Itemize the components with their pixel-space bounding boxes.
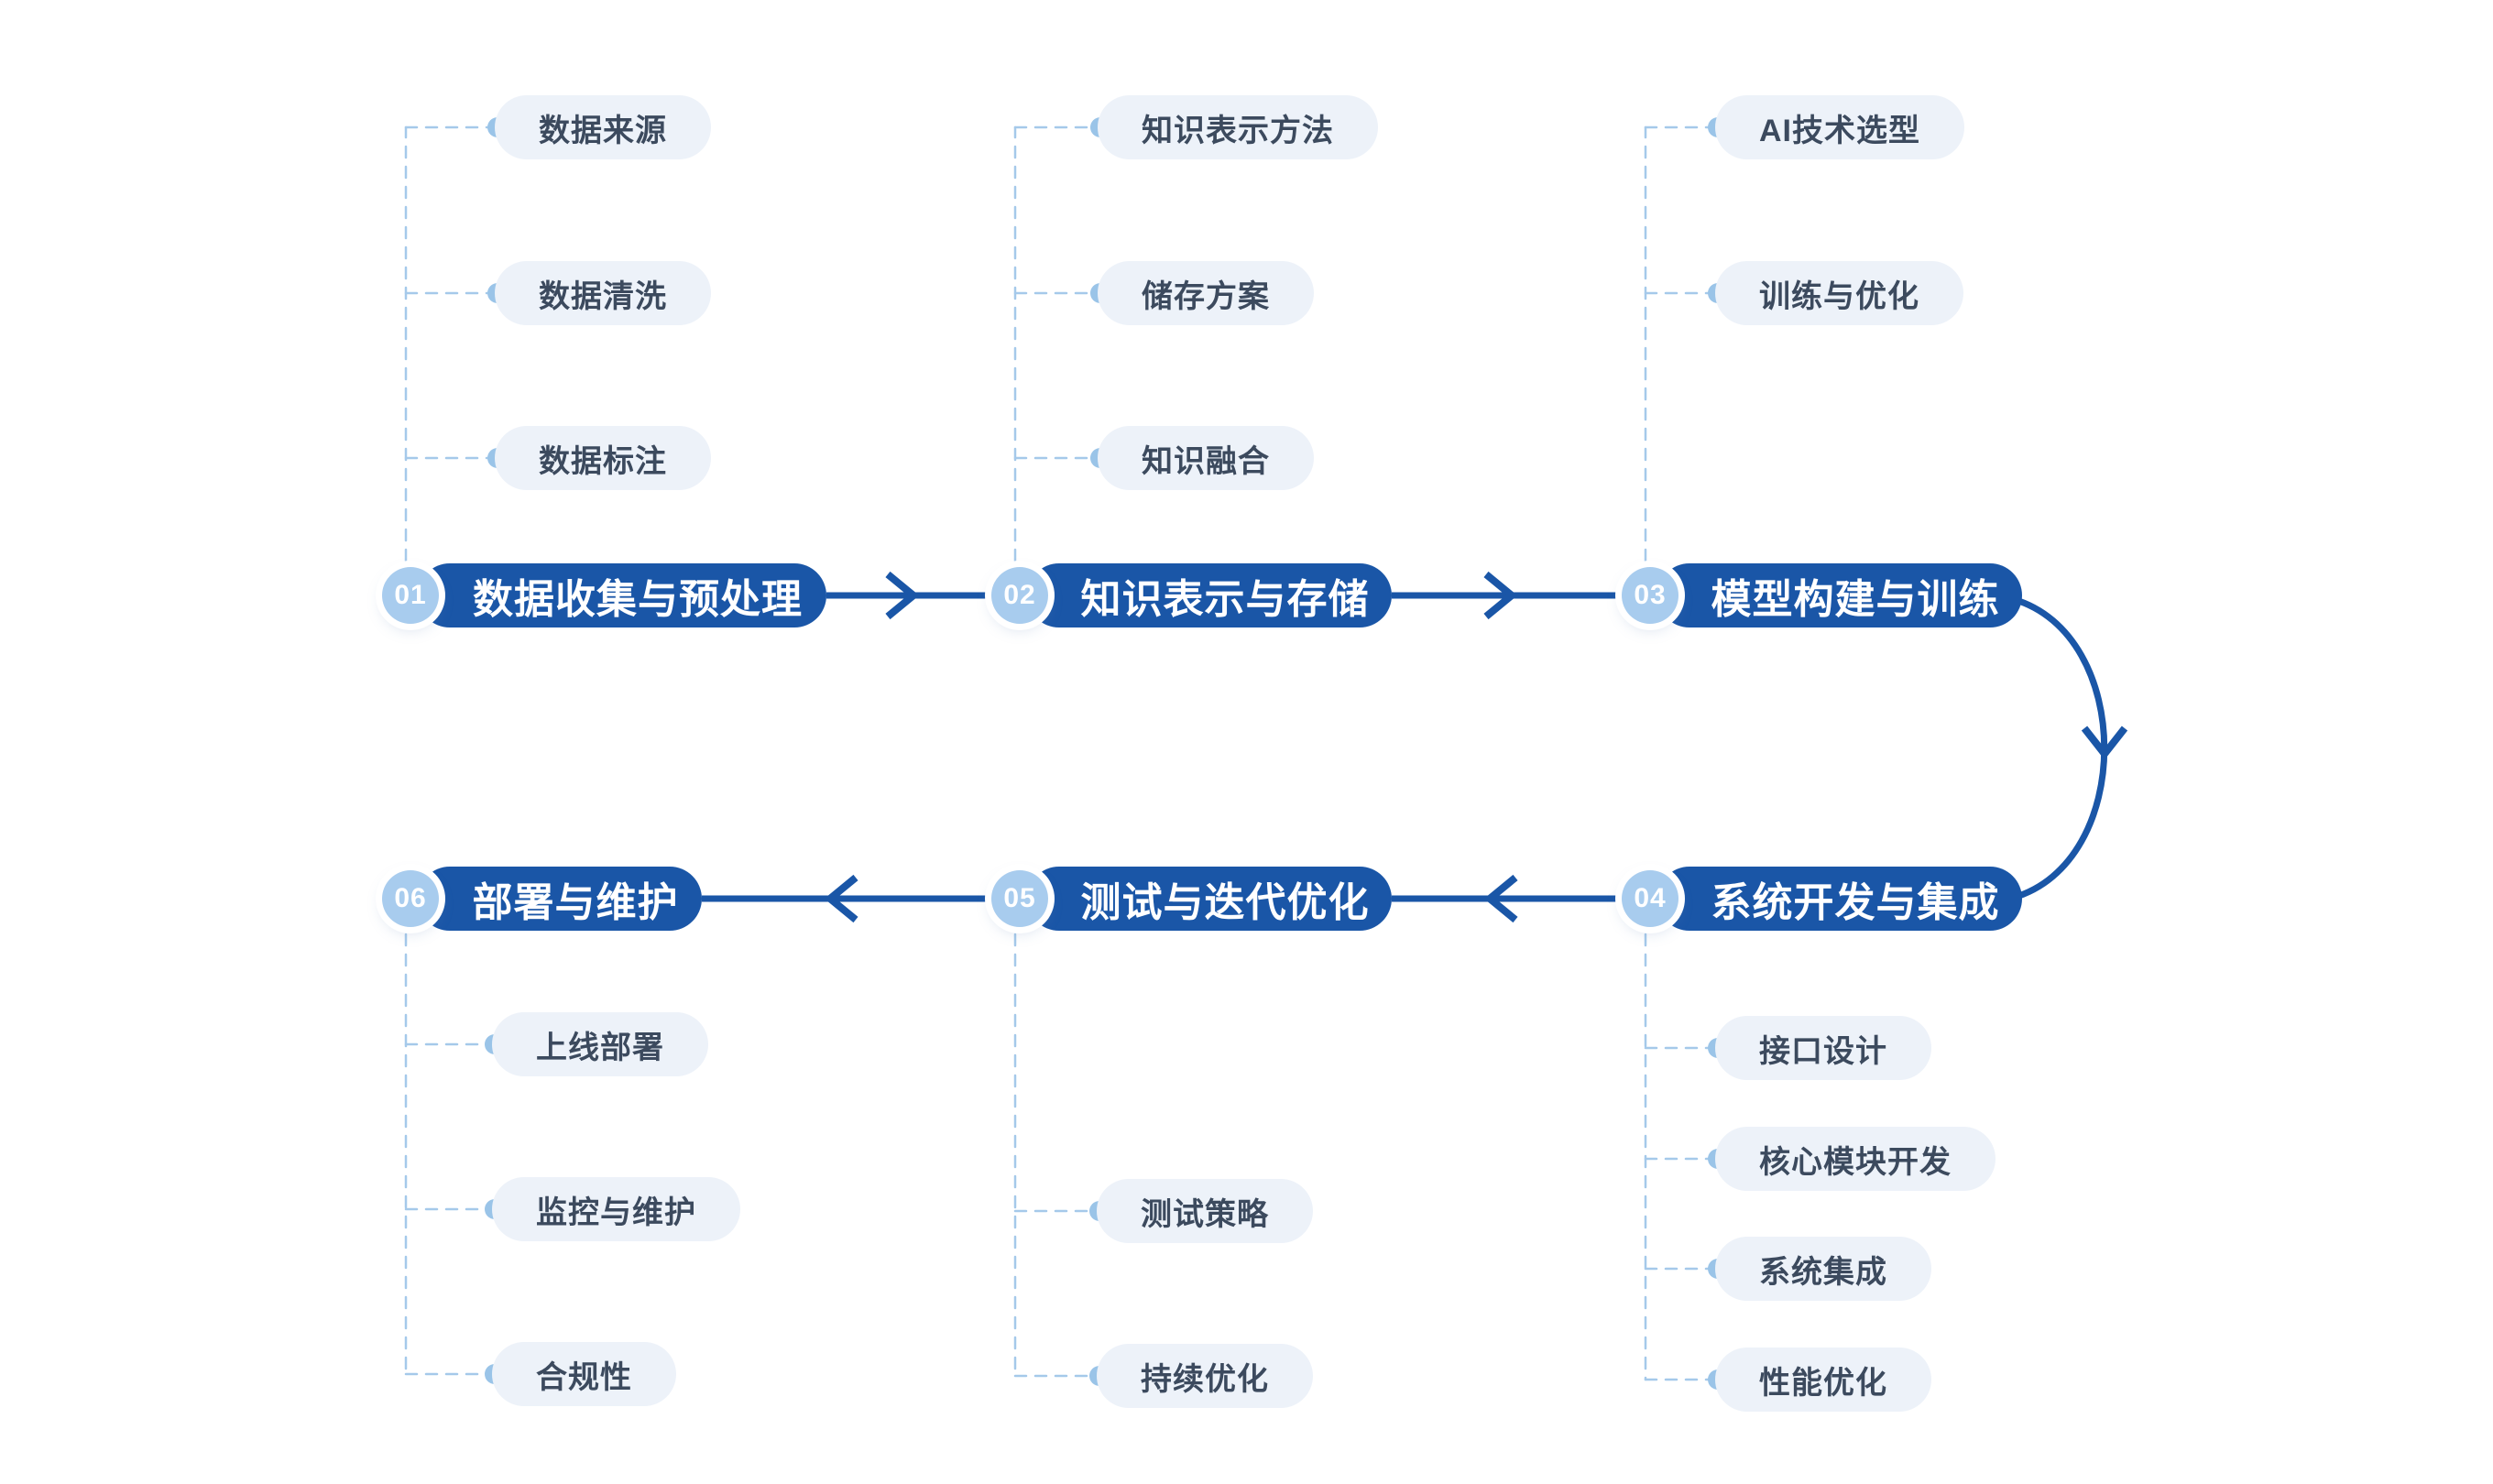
- sub-pill-label: 数据来源: [539, 113, 667, 148]
- stage-01-number: 01: [394, 580, 427, 610]
- sub-pill-label: 系统集成: [1759, 1254, 1887, 1290]
- sub-pill-label: AI技术选型: [1759, 113, 1920, 148]
- flow-arrow-02-03: [1392, 571, 1616, 620]
- stage-04-number: 04: [1634, 883, 1667, 913]
- stage-06-pill: 部署与维护: [418, 867, 702, 931]
- sub-pill-label: 持续优化: [1141, 1361, 1269, 1397]
- stage-05-pill: 测试与迭代优化: [1027, 867, 1392, 931]
- stage-04-badge: 04: [1622, 870, 1678, 927]
- stage-02-title: 知识表示与存储: [1080, 577, 1370, 622]
- sub-pill-system-integration: 系统集成: [1715, 1237, 1931, 1301]
- sub-pill-label: 合规性: [536, 1359, 632, 1395]
- stage-03-pill: 模型构建与训练: [1657, 563, 2022, 627]
- branch-lines-stage-04: [1644, 933, 1710, 1381]
- sub-pill-launch-deployment: 上线部署: [492, 1012, 708, 1076]
- stage-01-pill: 数据收集与预处理: [418, 563, 826, 627]
- flow-arrow-01-02: [826, 571, 986, 620]
- stage-05-title: 测试与迭代优化: [1080, 880, 1370, 925]
- sub-pill-knowledge-representation: 知识表示方法: [1098, 95, 1378, 159]
- stage-04-title: 系统开发与集成: [1711, 880, 2000, 925]
- stage-03-title: 模型构建与训练: [1711, 577, 2000, 622]
- sub-pill-monitoring-maintenance: 监控与维护: [492, 1177, 740, 1241]
- sub-pill-label: 知识融合: [1142, 443, 1270, 479]
- sub-pill-interface-design: 接口设计: [1715, 1016, 1931, 1080]
- stage-03-number: 03: [1634, 580, 1667, 610]
- stage-01-badge: 01: [382, 567, 439, 624]
- sub-pill-performance-optimization: 性能优化: [1715, 1348, 1931, 1412]
- stage-06-title: 部署与维护: [472, 880, 679, 925]
- sub-pill-label: 上线部署: [536, 1030, 664, 1065]
- stage-05-number: 05: [1003, 883, 1036, 913]
- sub-pill-label: 测试策略: [1141, 1196, 1269, 1232]
- flow-arrow-05-06: [702, 874, 986, 923]
- stage-01-title: 数据收集与预处理: [473, 577, 803, 622]
- sub-pill-data-source: 数据来源: [495, 95, 711, 159]
- flow-arc-03-04: [2012, 595, 2128, 901]
- sub-pill-ai-tech-selection: AI技术选型: [1715, 95, 1964, 159]
- sub-pill-core-module-dev: 核心模块开发: [1715, 1127, 1995, 1191]
- sub-pill-label: 数据清洗: [539, 278, 667, 314]
- sub-pill-label: 监控与维护: [536, 1195, 696, 1230]
- stage-06-number: 06: [394, 883, 427, 913]
- stage-03-badge: 03: [1622, 567, 1678, 624]
- sub-pill-label: 知识表示方法: [1142, 113, 1334, 148]
- branch-lines-stage-03: [1644, 125, 1710, 562]
- sub-pill-label: 性能优化: [1759, 1365, 1887, 1401]
- branch-dots-stage-04: [1708, 1038, 1728, 1390]
- sub-pill-knowledge-fusion: 知识融合: [1098, 426, 1314, 490]
- sub-pill-training-optimization: 训练与优化: [1715, 261, 1963, 325]
- sub-pill-label: 训练与优化: [1759, 278, 1919, 314]
- sub-pill-compliance: 合规性: [492, 1342, 676, 1406]
- sub-pill-testing-strategy: 测试策略: [1097, 1179, 1313, 1243]
- branch-lines-stage-02: [1013, 125, 1092, 562]
- sub-pill-data-cleaning: 数据清洗: [495, 261, 711, 325]
- sub-pill-label: 储存方案: [1142, 278, 1270, 314]
- stage-04-pill: 系统开发与集成: [1657, 867, 2022, 931]
- sub-pill-continuous-optimization: 持续优化: [1097, 1344, 1313, 1408]
- stage-02-pill: 知识表示与存储: [1027, 563, 1392, 627]
- sub-pill-label: 数据标注: [539, 443, 667, 479]
- branch-lines-stage-06: [404, 933, 487, 1376]
- sub-pill-label: 核心模块开发: [1759, 1144, 1952, 1180]
- flow-arrow-04-05: [1392, 874, 1616, 923]
- sub-pill-data-labeling: 数据标注: [495, 426, 711, 490]
- stage-05-badge: 05: [991, 870, 1048, 927]
- stage-02-badge: 02: [991, 567, 1048, 624]
- sub-pill-label: 接口设计: [1759, 1033, 1887, 1069]
- branch-lines-stage-05: [1013, 933, 1091, 1378]
- sub-pill-storage-scheme: 储存方案: [1098, 261, 1314, 325]
- stage-06-badge: 06: [382, 870, 439, 927]
- stage-02-number: 02: [1003, 580, 1036, 610]
- branch-lines-stage-01: [404, 125, 489, 562]
